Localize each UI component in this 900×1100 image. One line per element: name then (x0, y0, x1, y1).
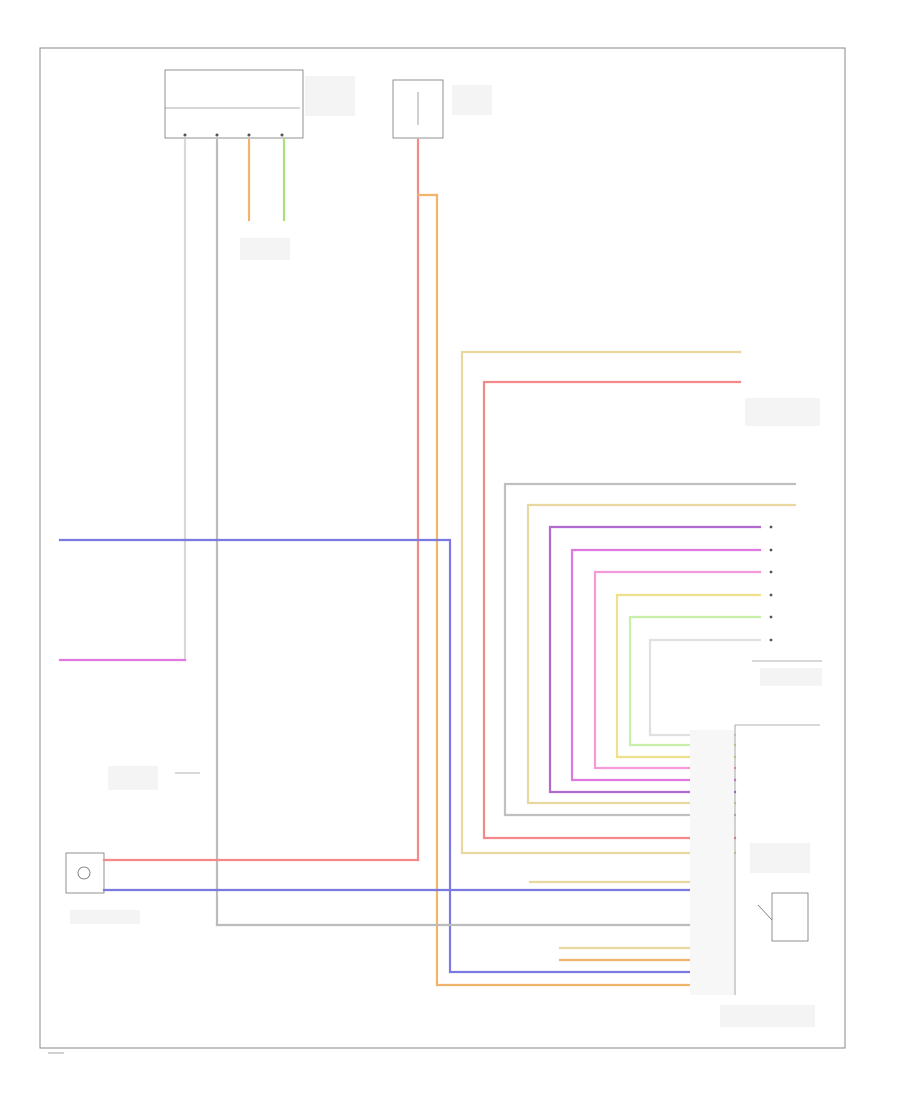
top-module-pins (183, 133, 284, 137)
right-connector-pin-labels (690, 730, 734, 995)
wire-blue-upper (58, 538, 692, 974)
wire-magenta-loop (570, 548, 762, 782)
pin (215, 133, 219, 137)
bottom-label-block (720, 1005, 815, 1027)
wire-yellow-loop (615, 593, 762, 759)
terminal (769, 615, 773, 619)
right-terminal-dots (769, 525, 773, 642)
wire-gray-loop (503, 482, 797, 817)
pin (183, 133, 187, 137)
pin (280, 133, 284, 137)
center-module-label-block (452, 85, 492, 115)
terminal (769, 593, 773, 597)
stop-lamp-label-block (108, 766, 158, 790)
terminal (769, 638, 773, 642)
top-module-label-block (305, 76, 355, 116)
wire-tan-loop (460, 350, 742, 855)
top-right-label-block (745, 398, 820, 426)
wire-red-loop (482, 380, 742, 840)
wire-tan-bundle (526, 503, 797, 805)
solenoid-label-block (70, 910, 140, 924)
wire-green-loop (628, 615, 762, 747)
solenoid-icon (77, 866, 91, 880)
terminal (769, 525, 773, 529)
shift-lock-solenoid (65, 852, 105, 894)
transmission-label-block (760, 668, 822, 686)
selector-lever-sensor-box (771, 892, 809, 942)
selector-label-block (750, 843, 810, 873)
wire-pink-loop (593, 570, 762, 770)
diagram-frame (39, 47, 846, 1049)
terminal (769, 570, 773, 574)
wire-gray-light-loop (648, 638, 762, 737)
top-module-box (164, 69, 304, 139)
ground-label-block (240, 238, 290, 260)
terminal (769, 548, 773, 552)
wire-purple-loop (548, 525, 762, 794)
pin (247, 133, 251, 137)
selector-switch-arm (757, 904, 773, 921)
